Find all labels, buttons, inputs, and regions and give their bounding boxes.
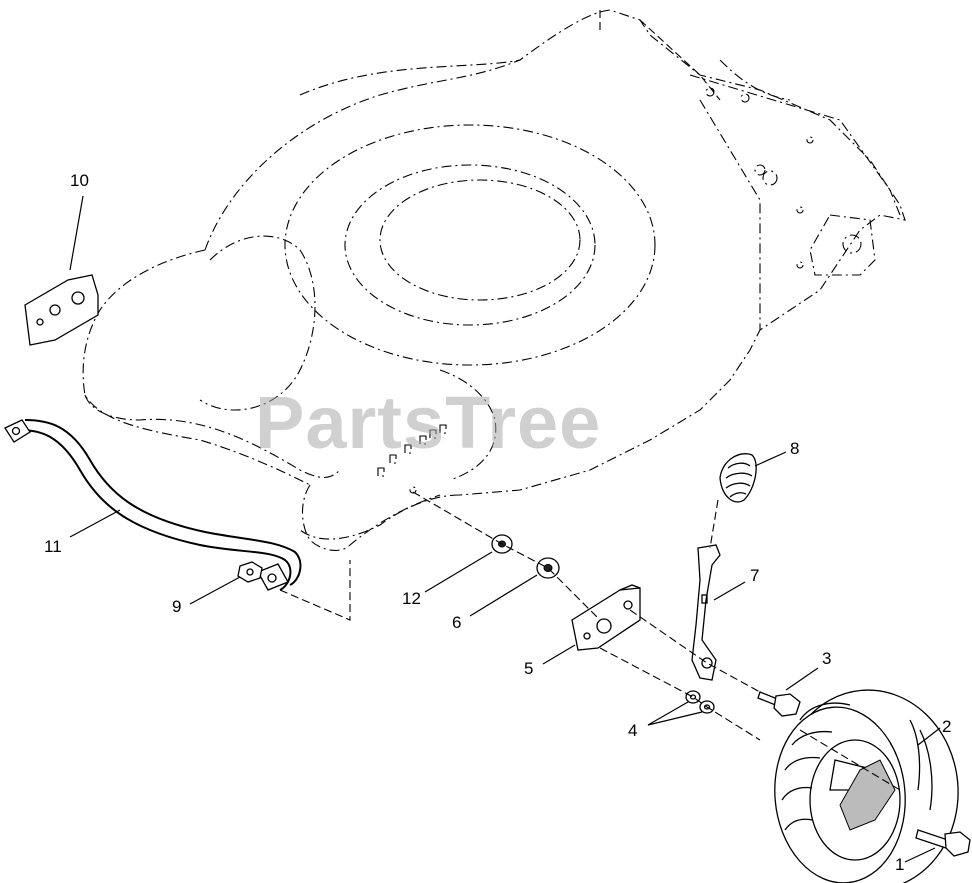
wheel xyxy=(774,689,959,883)
callout-7[interactable]: 7 xyxy=(750,566,760,585)
washer-6 xyxy=(536,557,560,579)
callout-5[interactable]: 5 xyxy=(524,659,534,678)
callout-2[interactable]: 2 xyxy=(942,717,952,736)
callout-9[interactable]: 9 xyxy=(172,597,182,616)
callout-6[interactable]: 6 xyxy=(452,613,462,632)
nut xyxy=(237,561,263,583)
height-lever xyxy=(691,499,721,681)
bracket-left xyxy=(24,274,99,346)
assembly-lines xyxy=(412,491,761,741)
callout-1[interactable]: 1 xyxy=(895,855,905,874)
axle-rod xyxy=(4,419,351,621)
callout-3[interactable]: 3 xyxy=(822,649,832,668)
callout-12[interactable]: 12 xyxy=(402,589,421,608)
callout-4[interactable]: 4 xyxy=(628,721,638,740)
bracket-5 xyxy=(571,584,641,651)
leader-lines xyxy=(69,195,941,863)
callout-10[interactable]: 10 xyxy=(70,171,89,190)
mower-deck xyxy=(82,9,906,551)
bolt-1 xyxy=(915,829,971,857)
callout-11[interactable]: 11 xyxy=(44,537,62,556)
lever-knob xyxy=(719,453,757,503)
callout-8[interactable]: 8 xyxy=(790,439,800,458)
bolt-3 xyxy=(757,691,801,717)
